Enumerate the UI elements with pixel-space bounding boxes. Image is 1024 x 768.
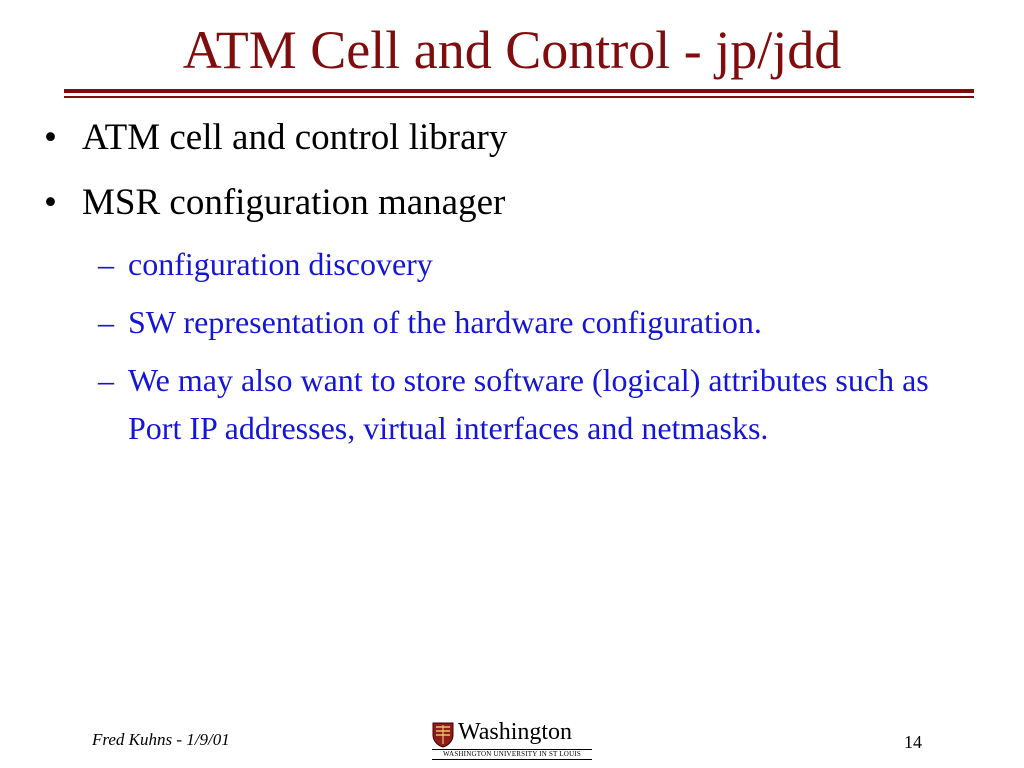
page-number: 14 [904,732,922,752]
bullet-marker: • [44,117,57,158]
logo-wordmark: Washington [458,719,573,745]
footer-author-date: Fred Kuhns - 1/9/01 [92,730,230,749]
sub-bullet-text: configuration discovery [128,246,433,282]
shield-icon [432,722,454,748]
sub-bullet-item: – SW representation of the hardware conf… [98,298,978,346]
sub-bullet-item: – We may also want to store software (lo… [98,356,978,452]
slide-title: ATM Cell and Control - jp/jdd [182,20,842,80]
logo-divider-bottom [432,759,592,760]
logo-subline: WASHINGTON UNIVERSITY IN ST LOUIS [443,750,581,758]
bullet-text: ATM cell and control library [82,117,508,158]
sub-bullet-marker: – [98,362,114,398]
bullet-text: MSR configuration manager [82,182,506,223]
title-divider-thin [64,96,974,98]
university-logo: Washington WASHINGTON UNIVERSITY IN ST L… [432,719,594,760]
sub-bullet-marker: – [98,246,114,282]
bullet-marker: • [44,182,57,223]
title-divider-thick [64,89,974,93]
sub-bullet-text: We may also want to store software (logi… [128,362,929,446]
logo-divider [432,749,592,750]
bullet-item: • ATM cell and control library [44,116,507,160]
sub-bullet-text: SW representation of the hardware config… [128,304,762,340]
bullet-item: • MSR configuration manager [44,181,505,225]
sub-bullet-marker: – [98,304,114,340]
sub-bullet-item: – configuration discovery [98,240,978,288]
